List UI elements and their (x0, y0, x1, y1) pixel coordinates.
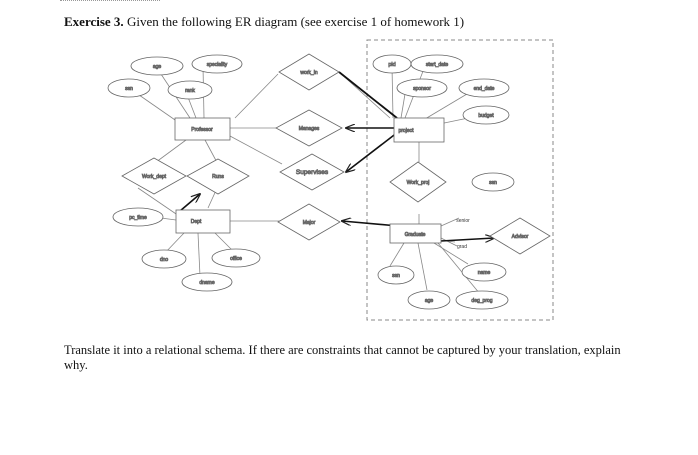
attribute-name-label: name (478, 270, 491, 276)
relationship-work-in-label: work_in (300, 70, 317, 76)
relationship-manages-label: Manages (299, 126, 320, 132)
exercise-label: Exercise 3. (64, 14, 124, 29)
attribute-rank: rank (167, 80, 213, 100)
attribute-graduate-age-label: age (425, 298, 434, 304)
attribute-graduate-age: age (407, 290, 451, 310)
relationship-work-proj: Work_proj (389, 161, 447, 203)
relationship-advisor-label: Advisor (512, 234, 529, 240)
attribute-ssn-label: ssn (125, 86, 133, 92)
relationship-supervises: Supervises (279, 153, 345, 191)
attribute-budget: budget (462, 105, 510, 125)
entity-project-label: project (398, 128, 414, 134)
attribute-deg-prog-label: deg_prog (471, 298, 492, 304)
attribute-office: office (211, 248, 261, 268)
attribute-ssn: ssn (107, 78, 151, 98)
entity-graduate-label: Graduate (405, 232, 426, 238)
attribute-project-ssn-label: ssn (489, 180, 497, 186)
role-grad-label: grad (457, 244, 467, 250)
exercise-intro: Given the following ER diagram (see exer… (126, 14, 465, 29)
er-diagram: age speciality ssn rank pc_time dno offi… (107, 39, 554, 321)
entity-professor: Professor (174, 117, 231, 141)
relationship-supervises-label: Supervises (296, 169, 329, 176)
relationship-runs: Runs (186, 158, 250, 195)
attribute-speciality-label: speciality (207, 62, 228, 68)
attribute-start-date: start_date (410, 54, 464, 74)
attribute-project-ssn: ssn (471, 172, 515, 192)
attribute-dno-label: dno (160, 257, 169, 263)
attribute-start-date-label: start_date (426, 62, 448, 68)
exercise-heading: Exercise 3. Given the following ER diagr… (64, 14, 464, 30)
relationship-work-dept: Work_dept (121, 157, 187, 195)
entity-dept: Dept (175, 209, 231, 234)
relationship-links (179, 71, 494, 241)
relationship-runs-label: Runs (212, 174, 224, 180)
relationship-work-proj-label: Work_proj (407, 180, 430, 186)
attribute-pc-time-label: pc_time (129, 215, 147, 221)
relationship-major: Major (277, 203, 341, 241)
attribute-sponsor: sponsor (396, 78, 448, 98)
attribute-pid-label: pid (388, 62, 395, 68)
relationship-work-in: work_in (278, 53, 340, 91)
role-senior-label: senior (456, 218, 470, 224)
attribute-end-date-label: end_date (474, 86, 495, 92)
relationship-manages: Manages (275, 109, 343, 147)
attribute-graduate-ssn: ssn (377, 265, 415, 285)
top-dotted-rule (60, 0, 160, 3)
attribute-age-label: age (153, 64, 162, 70)
question-text: Translate it into a relational schema. I… (64, 343, 621, 372)
attribute-dno: dno (141, 249, 187, 269)
attribute-dname-label: dname (199, 280, 215, 286)
entity-professor-label: Professor (191, 127, 213, 133)
graduate-group-box (366, 39, 554, 321)
attribute-pid: pid (372, 54, 412, 74)
attribute-office-label: office (230, 256, 242, 262)
attribute-pc-time: pc_time (112, 207, 164, 227)
attribute-sponsor-label: sponsor (413, 86, 431, 92)
attribute-budget-label: budget (478, 113, 494, 119)
relationship-advisor: Advisor (489, 217, 551, 255)
attribute-age: age (130, 56, 184, 76)
attribute-graduate-ssn-label: ssn (392, 273, 400, 279)
attribute-deg-prog: deg_prog (455, 290, 509, 310)
attribute-name: name (461, 262, 507, 282)
attribute-end-date: end_date (458, 78, 510, 98)
attribute-dname: dname (181, 272, 233, 292)
attribute-rank-label: rank (185, 88, 195, 94)
entity-project: project (393, 117, 445, 143)
relationship-major-label: Major (303, 220, 316, 226)
attribute-speciality: speciality (191, 54, 243, 74)
entity-graduate: Graduate (389, 223, 442, 244)
entity-dept-label: Dept (191, 219, 202, 225)
relationship-work-dept-label: Work_dept (142, 174, 167, 180)
